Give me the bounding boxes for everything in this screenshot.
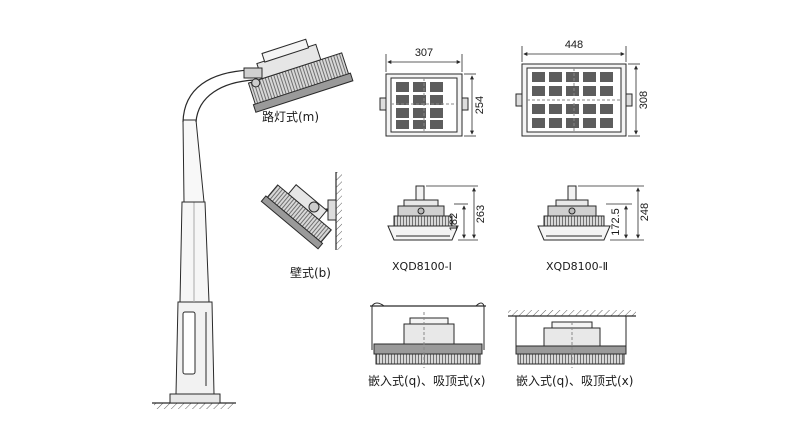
model-1-label: XQD8100-Ⅰ	[392, 260, 452, 273]
model-2-height-dim: 308	[638, 91, 650, 109]
model-2-front-view	[515, 63, 633, 137]
model-2-label: XQD8100-Ⅱ	[546, 260, 609, 273]
recessed-mount-label-right: 嵌入式(q)、吸顶式(x)	[516, 374, 634, 388]
model-1-side-view	[387, 185, 459, 241]
street-mount-label: 路灯式(m)	[262, 110, 320, 124]
model-1-dimension-lines	[385, 54, 476, 137]
wall-mount-drawing	[260, 172, 342, 250]
wall-mount-label: 壁式(b)	[290, 266, 331, 280]
model-1-side-body-dim: 182	[448, 213, 460, 231]
model-2-dimension-lines	[521, 46, 640, 137]
model-1-width-dim: 307	[415, 47, 433, 59]
ceiling-mount-right	[508, 310, 636, 368]
street-lamp-head	[243, 38, 354, 113]
model-2-side-dimension-lines	[578, 185, 644, 241]
model-2-side-view	[537, 185, 611, 241]
model-2-width-dim: 448	[565, 39, 583, 51]
street-lamp-pole	[152, 69, 255, 409]
model-2-side-total-dim: 248	[639, 203, 651, 221]
recessed-mount-label-left: 嵌入式(q)、吸顶式(x)	[368, 374, 486, 388]
model-1-side-total-dim: 263	[475, 205, 487, 223]
model-2-side-body-dim: 172.5	[610, 208, 622, 236]
model-1-height-dim: 254	[474, 96, 486, 114]
model-1-side-dimension-lines	[426, 185, 478, 241]
model-1-front-view	[379, 73, 469, 137]
recessed-mount-left	[370, 302, 486, 368]
